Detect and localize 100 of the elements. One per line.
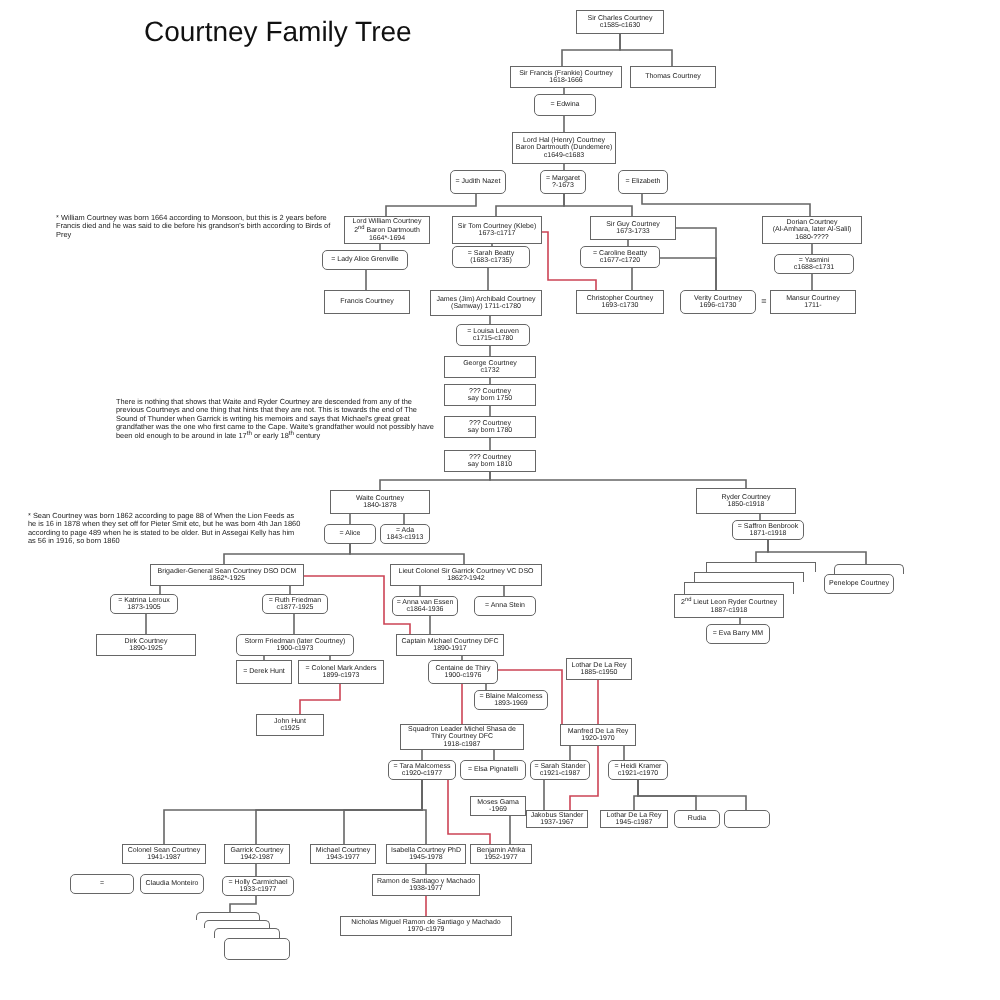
person-box (680, 290, 756, 314)
family-line (293, 613, 295, 635)
family-line (569, 745, 599, 811)
person-box (428, 660, 498, 684)
family-line (489, 345, 491, 357)
person-box (530, 760, 590, 780)
person-box (576, 10, 664, 34)
family-line (509, 815, 511, 845)
family-line (623, 745, 625, 761)
family-line (563, 163, 565, 171)
family-line (461, 683, 463, 725)
family-line (811, 273, 813, 291)
empty-person-box (694, 572, 804, 582)
family-line (489, 377, 491, 385)
person-box (580, 246, 660, 268)
empty-person-box (834, 564, 904, 574)
person-box (470, 844, 532, 864)
family-line (329, 655, 331, 661)
person-box (262, 594, 328, 614)
family-line (489, 471, 747, 489)
person-box (140, 874, 204, 894)
person-box (770, 290, 856, 314)
person-box (430, 290, 542, 316)
family-line (811, 243, 813, 255)
family-line (303, 575, 411, 635)
empty-person-box (224, 938, 290, 960)
person-box (298, 660, 384, 684)
person-box (732, 520, 804, 540)
family-line (619, 33, 673, 67)
person-box (674, 594, 784, 618)
family-line (485, 683, 487, 691)
person-box (674, 810, 720, 828)
person-box (824, 574, 894, 594)
family-line (543, 779, 545, 811)
person-box (380, 524, 430, 544)
family-line (421, 749, 423, 761)
family-line (503, 585, 505, 597)
empty-person-box (706, 562, 816, 572)
family-line (263, 655, 265, 661)
empty-person-box (684, 582, 794, 594)
person-box (444, 450, 536, 472)
person-box (696, 488, 796, 514)
person-box (122, 844, 206, 864)
person-box (526, 810, 588, 828)
person-box (400, 724, 524, 750)
person-box (386, 844, 466, 864)
family-line (159, 585, 161, 595)
person-box (444, 384, 536, 406)
family-line (289, 585, 291, 595)
person-box (762, 216, 862, 244)
person-box (460, 760, 526, 780)
person-box (706, 624, 770, 644)
family-line (365, 269, 367, 291)
family-line (429, 615, 431, 635)
person-box (96, 634, 196, 656)
person-box (150, 564, 304, 586)
family-line (299, 683, 341, 715)
family-line (379, 243, 381, 251)
person-box (310, 844, 376, 864)
person-box (256, 714, 324, 736)
person-box (224, 844, 290, 864)
person-box (560, 724, 636, 746)
person-box (608, 760, 668, 780)
family-line (403, 513, 405, 525)
person-box (590, 216, 676, 240)
family-line (541, 231, 597, 291)
family-line (563, 115, 565, 133)
person-box (222, 876, 294, 896)
family-line (493, 749, 495, 761)
person-box (456, 324, 530, 346)
family-line (497, 669, 563, 725)
person-box (110, 594, 178, 614)
person-box (392, 596, 458, 616)
family-line (569, 745, 571, 761)
person-box (388, 760, 456, 780)
family-line (641, 193, 811, 217)
family-line (385, 193, 477, 217)
person-box (474, 690, 548, 710)
person-box (322, 250, 408, 270)
family-line (563, 87, 565, 95)
person-box (372, 874, 480, 896)
family-line (489, 437, 491, 451)
person-box (236, 660, 292, 684)
family-line (627, 239, 629, 247)
person-box (630, 66, 716, 88)
diagram-title: Courtney Family Tree (144, 16, 412, 48)
family-line (255, 863, 257, 877)
person-box (390, 564, 542, 586)
family-line (739, 617, 741, 625)
person-box (236, 634, 354, 656)
person-box (474, 596, 536, 616)
family-line (759, 513, 761, 521)
empty-person-box (724, 810, 770, 828)
person-box (618, 170, 668, 194)
family-line (631, 267, 633, 291)
family-line (229, 895, 257, 913)
family-line (489, 315, 491, 325)
family-line (447, 779, 491, 845)
person-box (396, 634, 504, 656)
person-box (344, 216, 430, 244)
